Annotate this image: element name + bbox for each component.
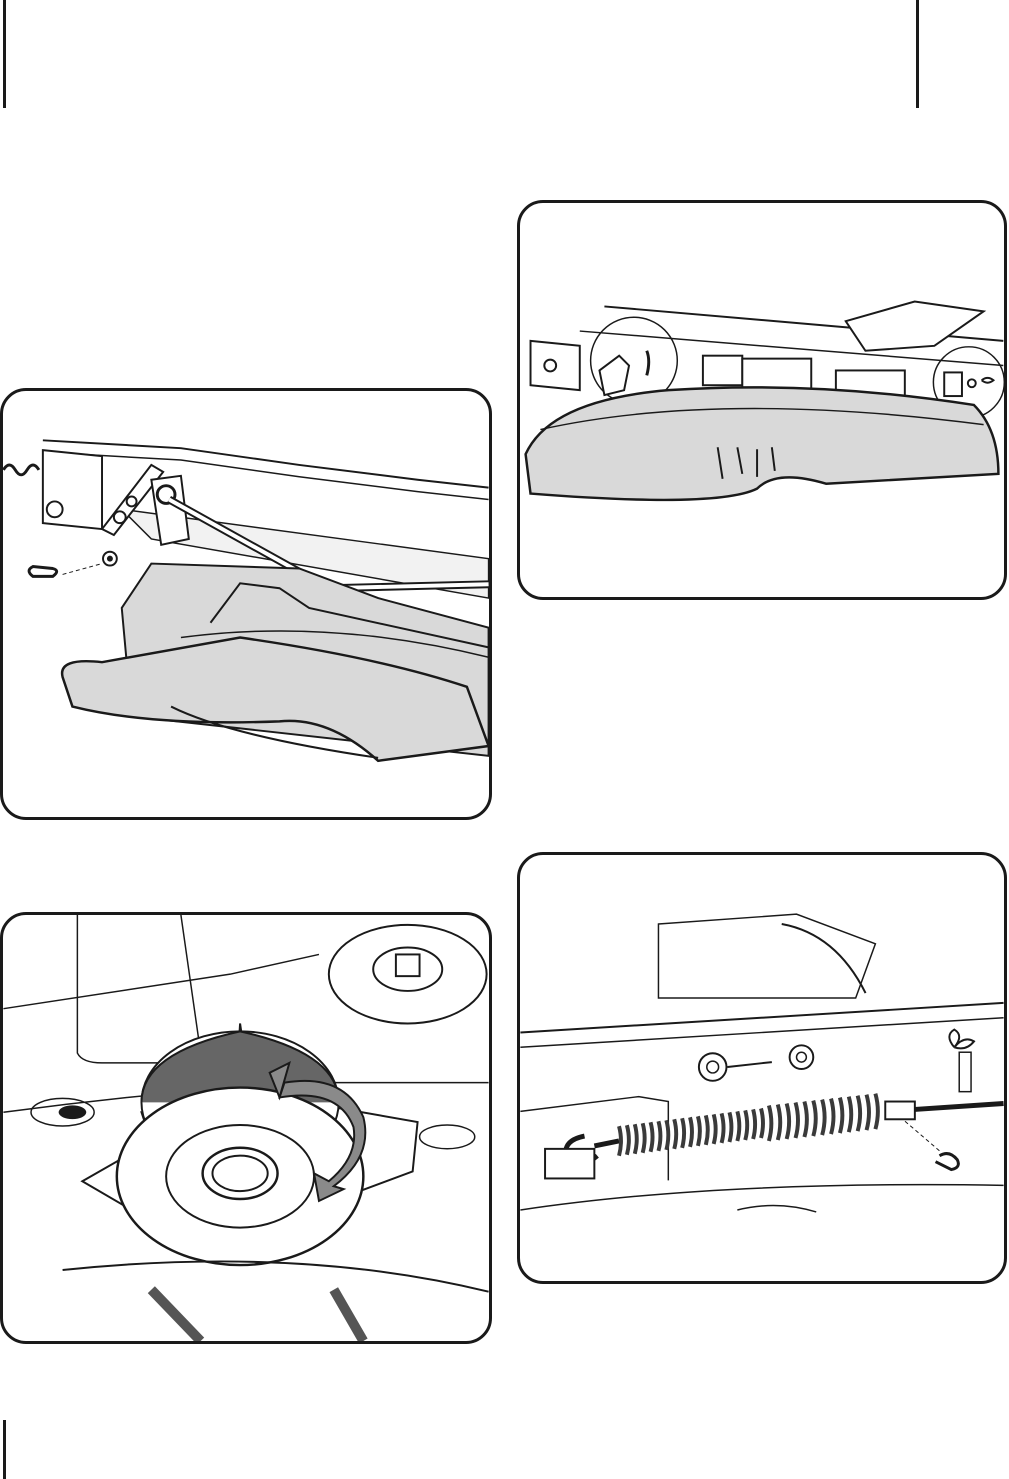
figure-deck-hanger-bracket (0, 388, 492, 820)
deck-hanger-illustration (3, 391, 489, 817)
spring-coils (619, 1094, 878, 1156)
top-left-margin-rule (3, 0, 6, 108)
figure-deck-underside (517, 200, 1007, 600)
top-right-margin-rule (916, 0, 919, 108)
idler-spring-illustration (520, 855, 1004, 1281)
bottom-left-margin-rule (3, 1420, 6, 1479)
deck-underside-illustration (520, 203, 1004, 597)
figure-idler-spring (517, 852, 1007, 1284)
idler-pulley-illustration (3, 915, 489, 1341)
figure-idler-pulley (0, 912, 492, 1344)
